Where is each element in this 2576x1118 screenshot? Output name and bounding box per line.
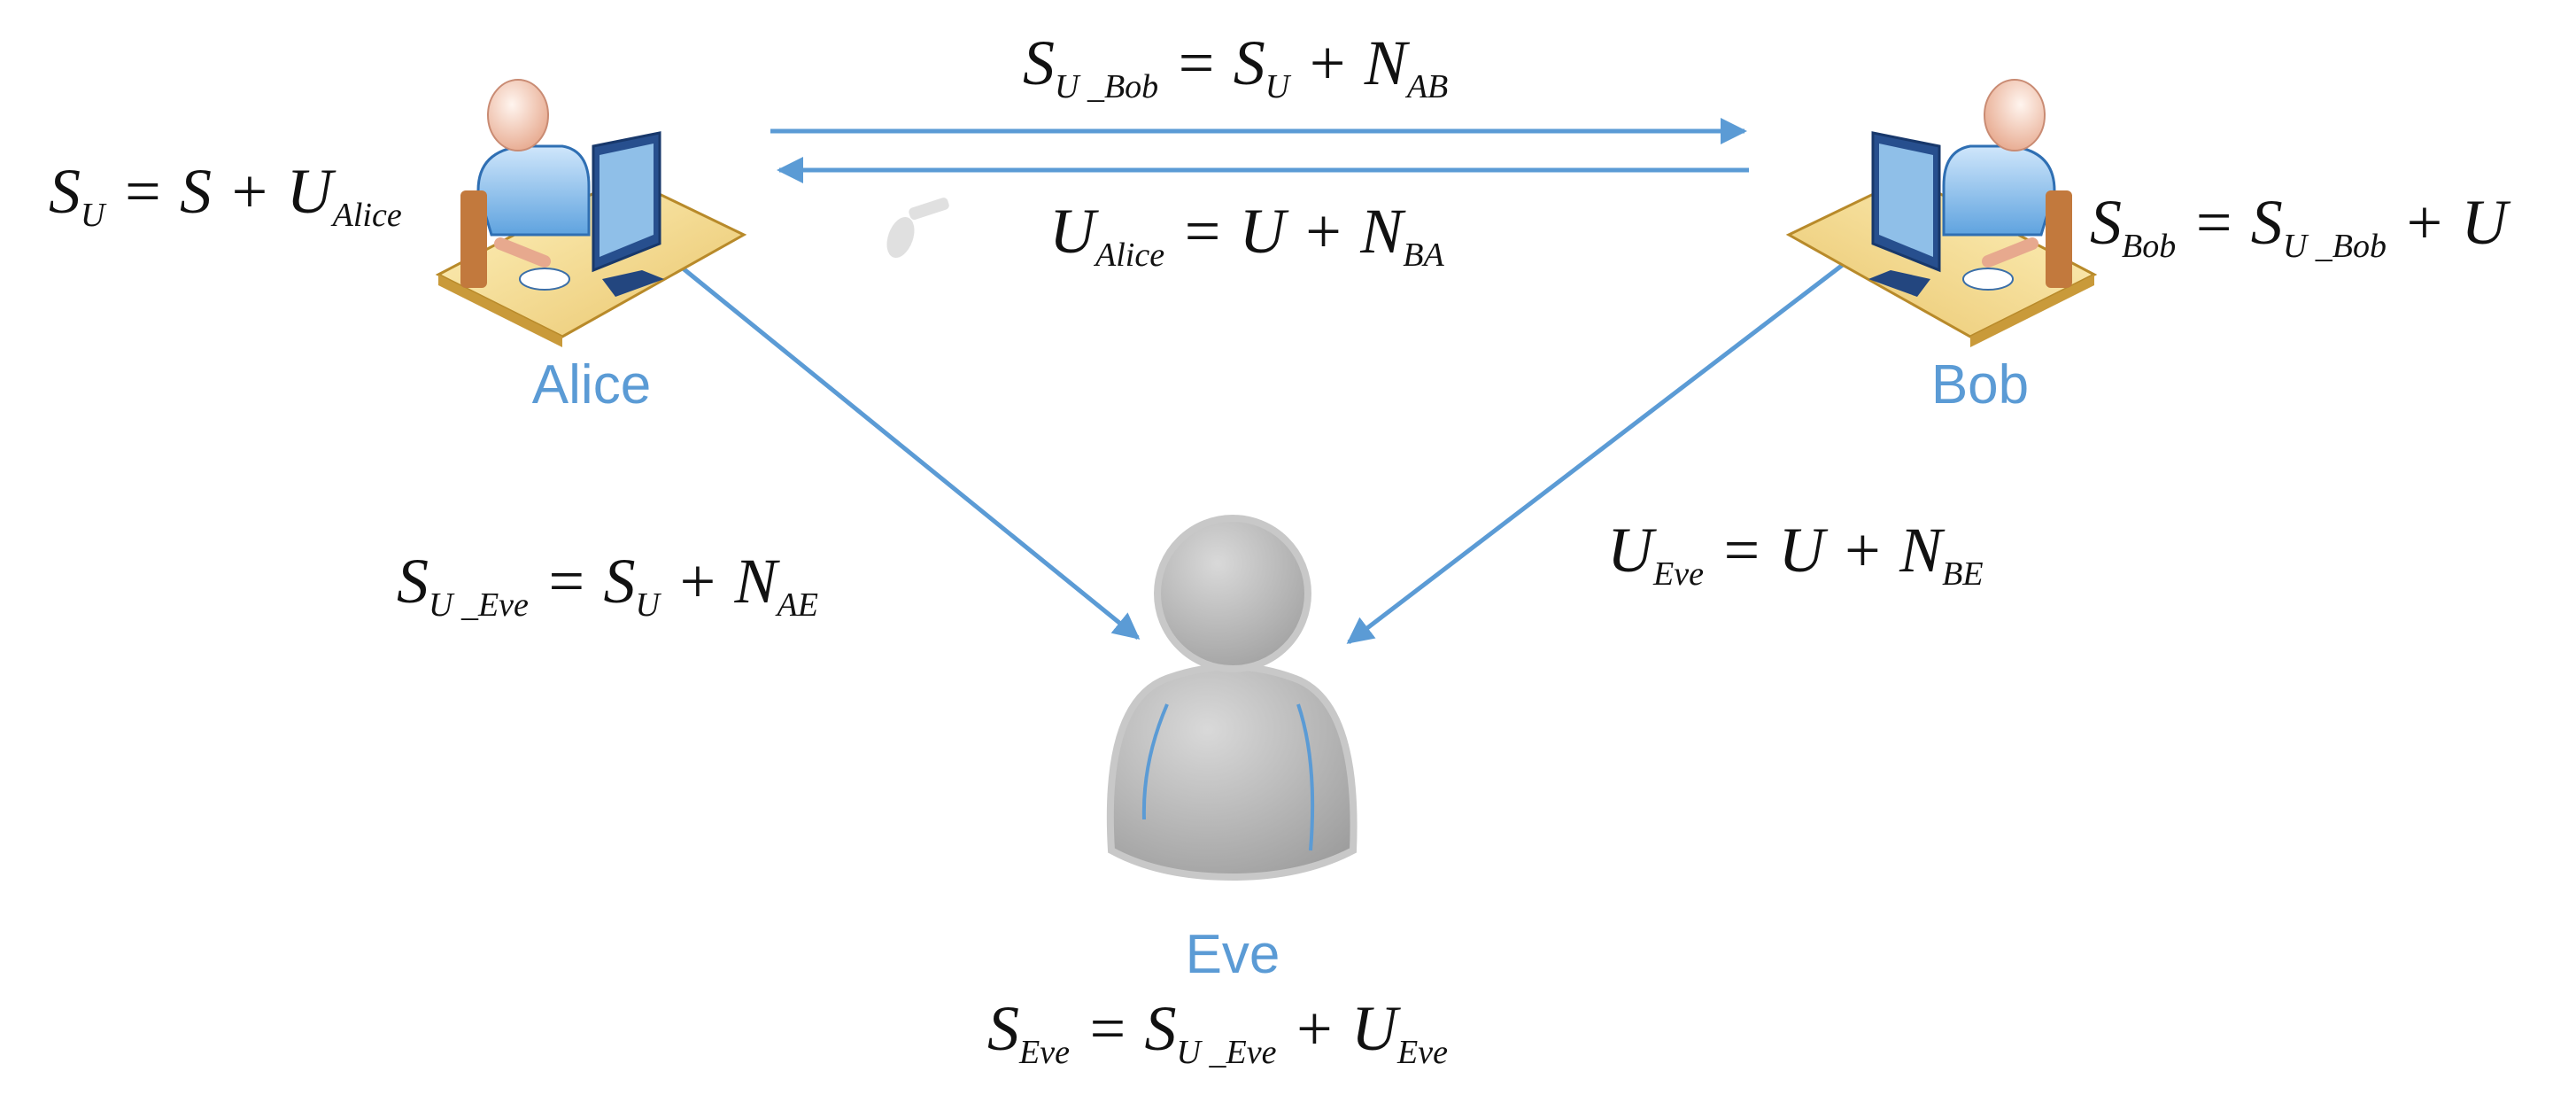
eve-icon <box>1106 515 1358 881</box>
equation-alice-to-bob: SU _Bob = SU + NAB <box>1023 27 1448 105</box>
equation-eve-s: SEve = SU _Eve + UEve <box>987 993 1448 1071</box>
arrow-alice-to-eve <box>680 266 1141 640</box>
bob-icon <box>1785 79 2098 347</box>
equation-bob-to-eve: UEve = U + NBE <box>1607 515 1984 593</box>
bob-label: Bob <box>1931 354 2029 415</box>
arrow-bob-to-eve <box>1346 257 1853 644</box>
equation-alice-to-eve: SU _Eve = SU + NAE <box>397 546 818 624</box>
equation-alice-su: SU = S + UAlice <box>49 156 402 234</box>
eve-label: Eve <box>1186 924 1280 985</box>
alice-icon <box>435 79 747 347</box>
alice-label: Alice <box>532 354 651 415</box>
equation-bob-to-alice: UAlice = U + NBA <box>1049 196 1444 274</box>
key-icon <box>886 198 949 259</box>
equation-bob-s: SBob = SU _Bob + U <box>2090 187 2511 265</box>
